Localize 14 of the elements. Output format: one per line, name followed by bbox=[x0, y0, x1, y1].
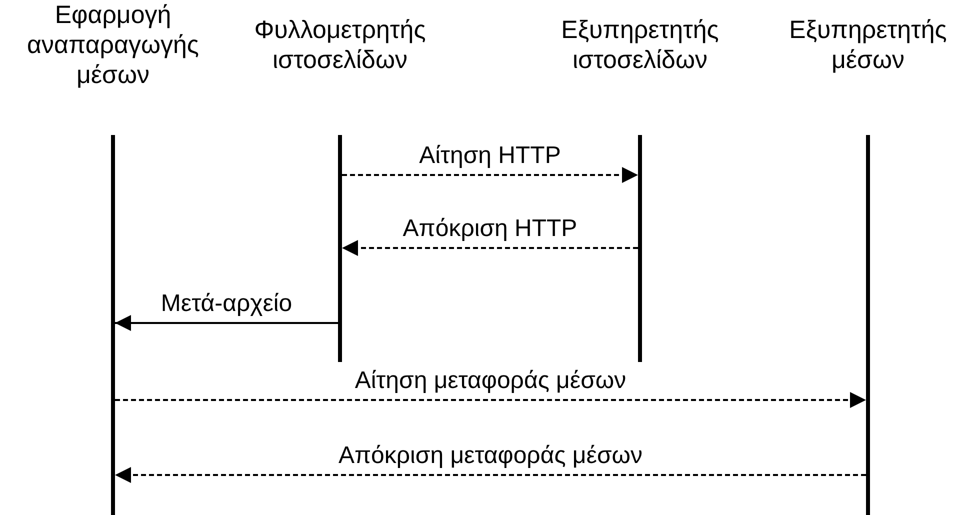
arrow bbox=[342, 240, 638, 256]
edge-label: Αίτηση HTTP bbox=[418, 142, 562, 170]
arrow bbox=[342, 167, 638, 183]
arrow bbox=[115, 392, 866, 408]
participant-label: Εξυπηρετητής μέσων bbox=[788, 15, 948, 75]
arrow bbox=[115, 467, 866, 483]
edge-label: Απόκριση μεταφοράς μέσων bbox=[337, 442, 644, 470]
edge-label: Μετά-αρχείο bbox=[160, 290, 294, 318]
edge-label: Αίτηση μεταφοράς μέσων bbox=[354, 367, 628, 395]
arrow bbox=[115, 315, 338, 331]
edge-label: Απόκριση HTTP bbox=[402, 215, 578, 243]
participant-label: Εφαρμογή αναπαραγωγής μέσων bbox=[26, 0, 200, 90]
participant-label: Φυλλομετρητής ιστοσελίδων bbox=[253, 15, 427, 75]
participant-label: Εξυπηρετητής ιστοσελίδων bbox=[560, 15, 720, 75]
